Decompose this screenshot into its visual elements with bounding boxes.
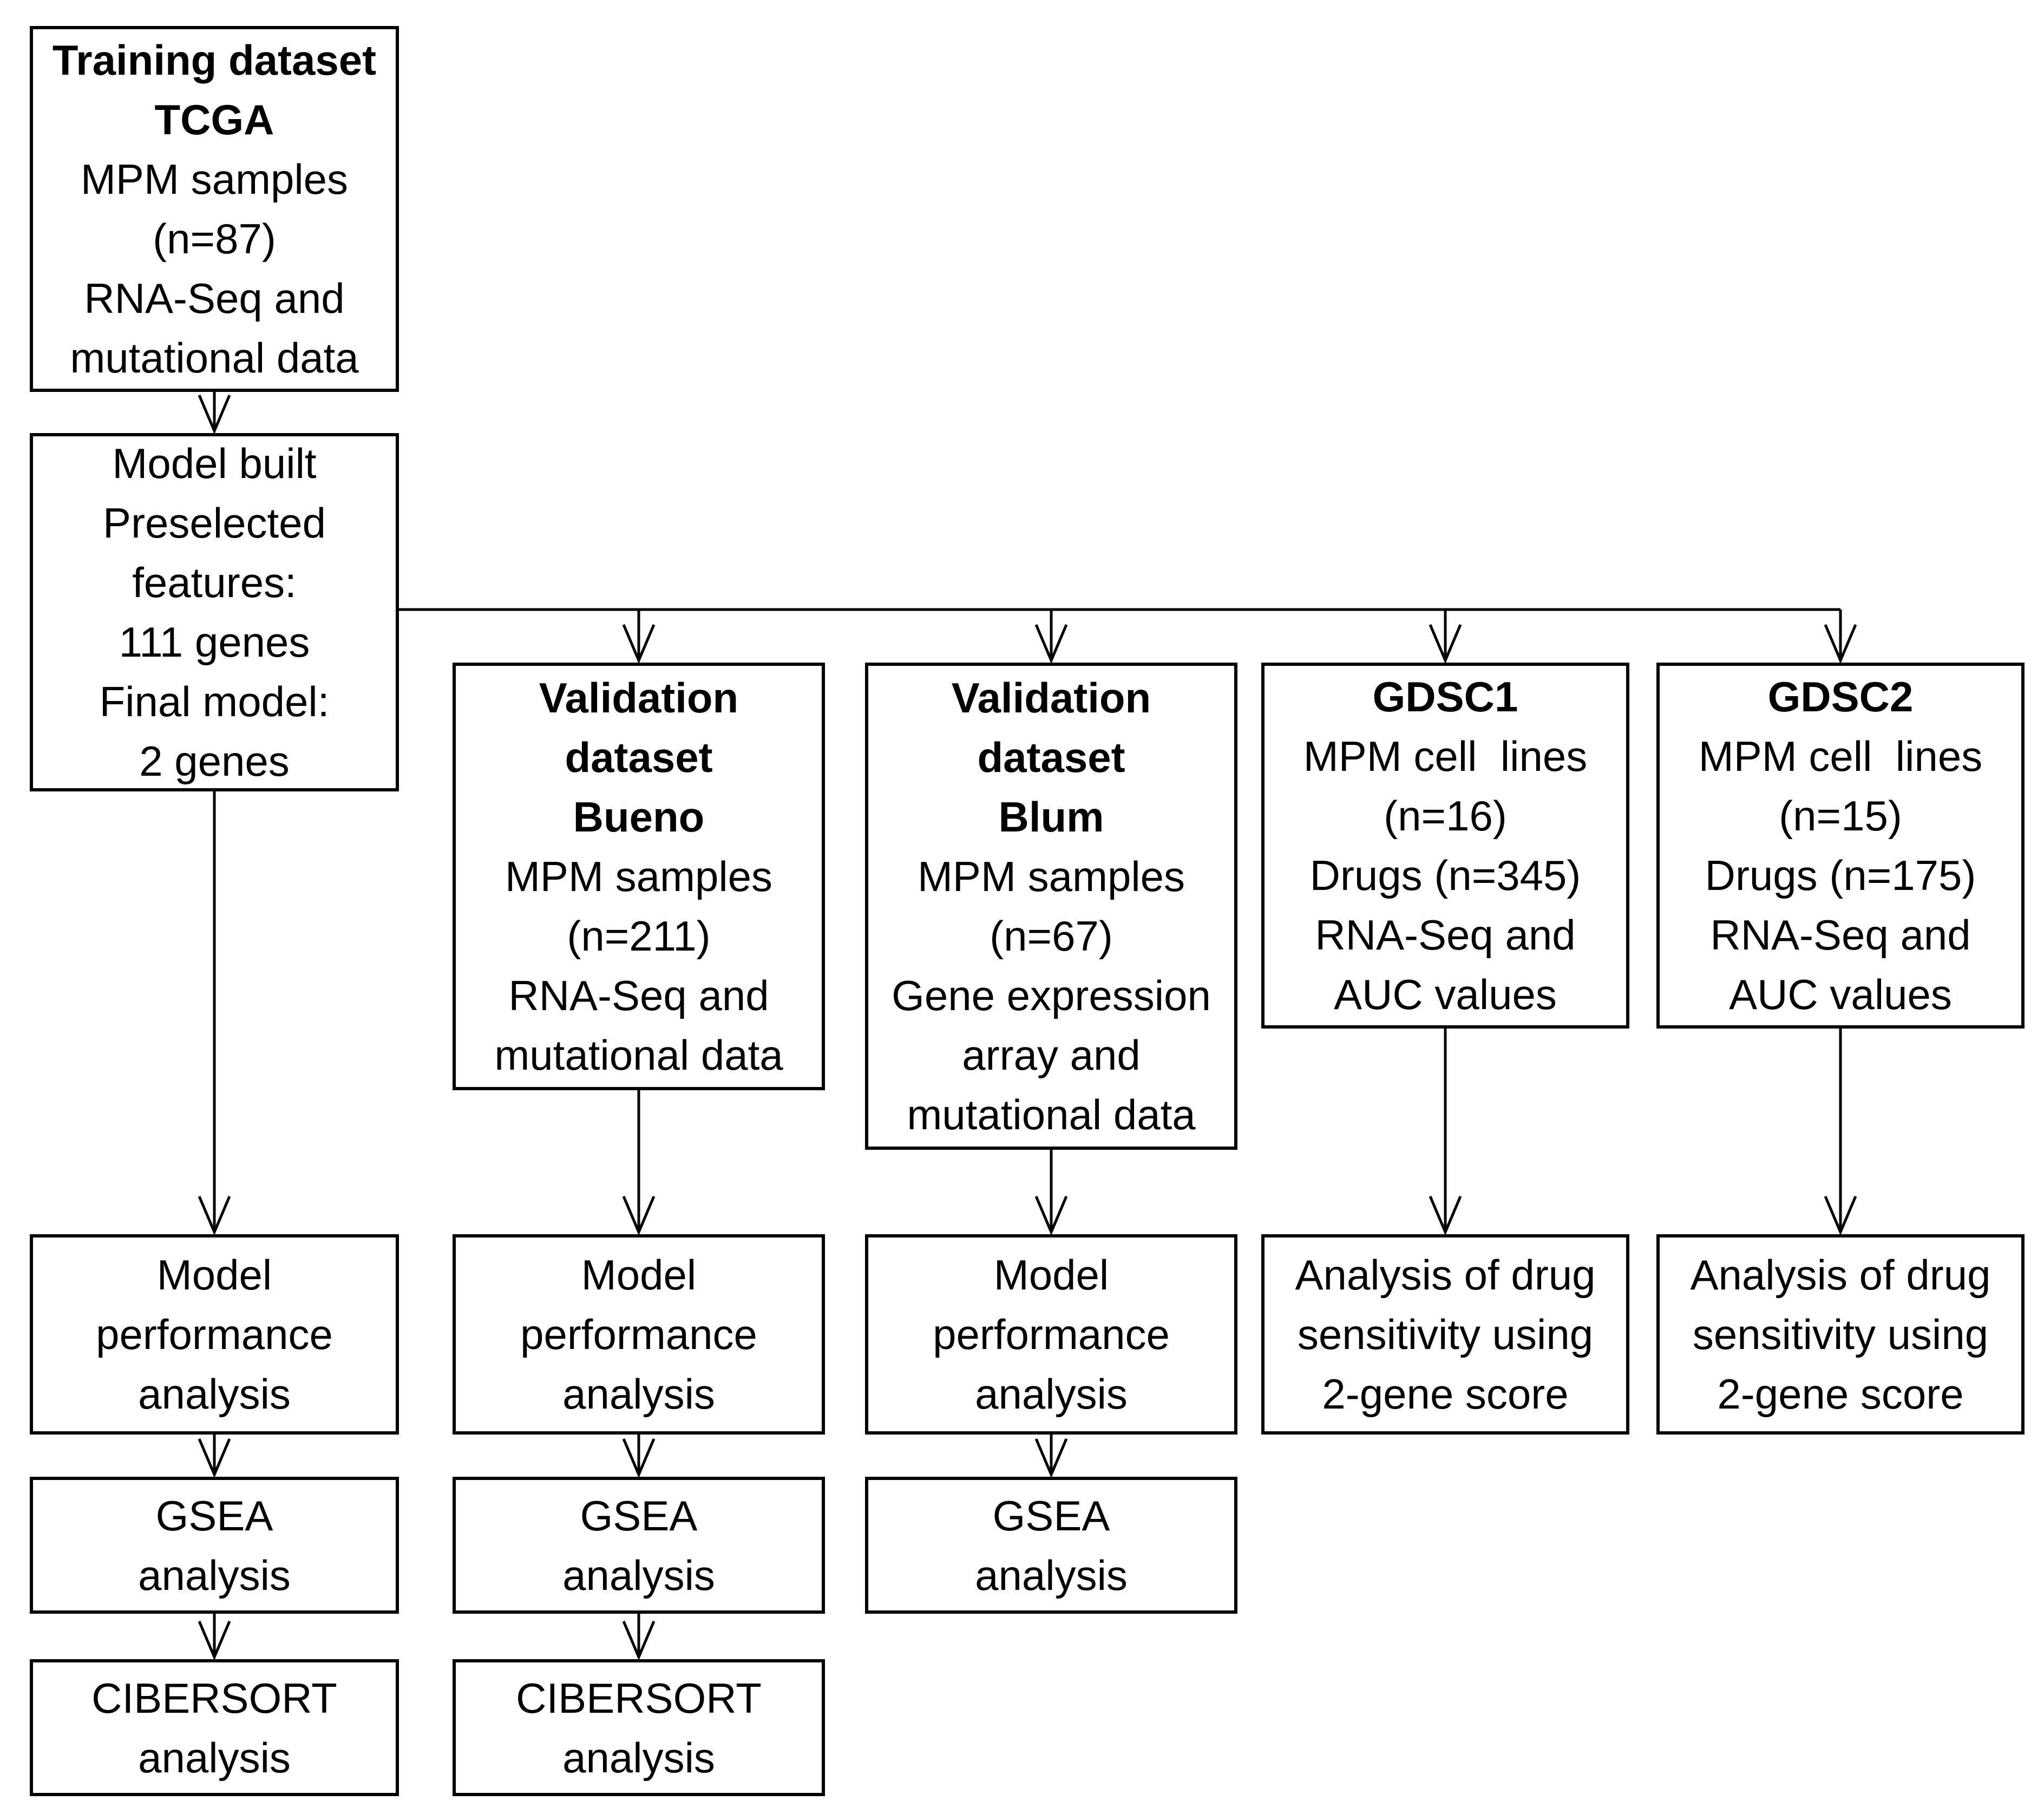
box-body-line: GSEA bbox=[992, 1491, 1110, 1540]
box-title-line: TCGA bbox=[154, 96, 274, 143]
box-body-line: Preselected bbox=[103, 499, 326, 547]
box-body-line: (n=67) bbox=[990, 912, 1113, 960]
box-body-line: analysis bbox=[975, 1551, 1128, 1599]
box-drug-sensitivity-1: Analysis of drug sensitivity using 2-gen… bbox=[1261, 1234, 1629, 1435]
box-gdsc1: GDSC1 MPM cell lines (n=16) Drugs (n=345… bbox=[1261, 663, 1629, 1029]
arrow-head bbox=[198, 1621, 231, 1661]
arrow-head bbox=[622, 624, 656, 664]
arrow-head bbox=[1429, 624, 1462, 664]
box-title-line: GDSC1 bbox=[1372, 673, 1518, 721]
arrow-head bbox=[622, 1438, 656, 1478]
arrow-head bbox=[198, 1196, 231, 1236]
box-body-line: Model bbox=[156, 1251, 272, 1299]
box-title-line: Training dataset bbox=[52, 36, 377, 84]
arrow-head bbox=[622, 1621, 656, 1661]
box-model-performance-1: Model performance analysis bbox=[30, 1234, 399, 1435]
box-title-line: Blum bbox=[998, 793, 1104, 841]
box-body-line: Gene expression bbox=[892, 972, 1211, 1019]
box-body-line: GSEA bbox=[580, 1491, 698, 1540]
box-body-line: analysis bbox=[562, 1370, 715, 1418]
box-body-line: analysis bbox=[138, 1733, 291, 1782]
box-gsea-1: GSEA analysis bbox=[30, 1477, 399, 1614]
box-gsea-3: GSEA analysis bbox=[865, 1477, 1237, 1614]
box-body-line: CIBERSORT bbox=[91, 1674, 337, 1722]
box-body-line: MPM cell lines bbox=[1303, 732, 1588, 780]
box-title-line: Validation bbox=[539, 674, 739, 722]
box-cibersort-2: CIBERSORT analysis bbox=[453, 1659, 825, 1796]
box-title-line: Bueno bbox=[573, 793, 705, 841]
box-body-line: AUC values bbox=[1729, 971, 1952, 1018]
box-training-dataset-tcga: Training dataset TCGA MPM samples (n=87)… bbox=[30, 26, 399, 392]
arrow-head bbox=[1824, 1196, 1857, 1236]
box-title-line: dataset bbox=[977, 734, 1125, 781]
arrow-head bbox=[198, 1438, 231, 1478]
box-body-line: Analysis of drug bbox=[1295, 1251, 1596, 1299]
box-body-line: MPM cell lines bbox=[1698, 732, 1983, 780]
box-body-line: RNA-Seq and bbox=[508, 972, 769, 1019]
box-body-line: GSEA bbox=[155, 1491, 273, 1540]
arrow-head bbox=[198, 395, 231, 435]
box-body-line: analysis bbox=[975, 1370, 1128, 1418]
box-body-line: Drugs (n=175) bbox=[1705, 852, 1976, 899]
box-body-line: array and bbox=[962, 1031, 1141, 1079]
box-body-line: RNA-Seq and bbox=[1315, 911, 1576, 959]
box-body-line: performance bbox=[96, 1311, 333, 1358]
box-gdsc2: GDSC2 MPM cell lines (n=15) Drugs (n=175… bbox=[1656, 663, 2025, 1029]
box-validation-dataset-blum: Validation dataset Blum MPM samples (n=6… bbox=[865, 663, 1237, 1150]
box-body-line: Analysis of drug bbox=[1690, 1251, 1991, 1299]
box-validation-dataset-bueno: Validation dataset Bueno MPM samples (n=… bbox=[453, 663, 825, 1090]
box-body-line: mutational data bbox=[907, 1091, 1196, 1138]
box-body-line: Drugs (n=345) bbox=[1309, 852, 1581, 899]
box-gsea-2: GSEA analysis bbox=[453, 1477, 825, 1614]
box-body-line: RNA-Seq and bbox=[1710, 911, 1971, 959]
box-body-line: sensitivity using bbox=[1692, 1311, 1989, 1358]
box-title-line: dataset bbox=[565, 734, 713, 781]
box-body-line: mutational data bbox=[70, 334, 359, 382]
box-body-line: (n=16) bbox=[1384, 792, 1507, 840]
box-body-line: AUC values bbox=[1334, 971, 1557, 1018]
arrow-head bbox=[1824, 624, 1857, 664]
box-body-line: analysis bbox=[562, 1551, 715, 1599]
arrow-head bbox=[1429, 1196, 1462, 1236]
box-drug-sensitivity-2: Analysis of drug sensitivity using 2-gen… bbox=[1656, 1234, 2025, 1435]
box-body-line: (n=87) bbox=[153, 215, 276, 263]
box-cibersort-1: CIBERSORT analysis bbox=[30, 1659, 399, 1796]
box-body-line: 2 genes bbox=[139, 737, 290, 785]
box-body-line: 2-gene score bbox=[1322, 1370, 1569, 1418]
box-body-line: features: bbox=[132, 559, 297, 606]
arrow-head bbox=[1034, 1196, 1068, 1236]
box-body-line: performance bbox=[933, 1311, 1170, 1358]
box-model-performance-2: Model performance analysis bbox=[453, 1234, 825, 1435]
arrow-head bbox=[1034, 1438, 1068, 1478]
box-body-line: MPM samples bbox=[917, 853, 1185, 900]
box-body-line: Model bbox=[581, 1251, 697, 1299]
box-body-line: MPM samples bbox=[80, 155, 349, 203]
box-title-line: Validation bbox=[951, 674, 1151, 722]
arrow-head bbox=[1034, 624, 1068, 664]
arrow-head bbox=[622, 1196, 656, 1236]
box-body-line: performance bbox=[520, 1311, 757, 1358]
box-body-line: analysis bbox=[562, 1733, 715, 1782]
box-body-line: analysis bbox=[138, 1370, 291, 1418]
box-body-line: sensitivity using bbox=[1297, 1311, 1594, 1358]
box-body-line: mutational data bbox=[494, 1031, 783, 1079]
box-body-line: Model built bbox=[112, 440, 317, 487]
box-model-built: Model built Preselected features: 111 ge… bbox=[30, 433, 399, 791]
box-model-performance-3: Model performance analysis bbox=[865, 1234, 1237, 1435]
box-body-line: (n=15) bbox=[1779, 792, 1902, 840]
box-title-line: GDSC2 bbox=[1767, 673, 1914, 721]
box-body-line: (n=211) bbox=[567, 912, 711, 960]
box-body-line: MPM samples bbox=[505, 853, 773, 900]
box-body-line: CIBERSORT bbox=[516, 1674, 762, 1722]
box-body-line: 2-gene score bbox=[1717, 1370, 1964, 1418]
box-body-line: Model bbox=[993, 1251, 1109, 1299]
box-body-line: analysis bbox=[138, 1551, 291, 1599]
box-body-line: RNA-Seq and bbox=[84, 274, 345, 322]
box-body-line: 111 genes bbox=[119, 618, 310, 666]
box-body-line: Final model: bbox=[99, 678, 330, 725]
